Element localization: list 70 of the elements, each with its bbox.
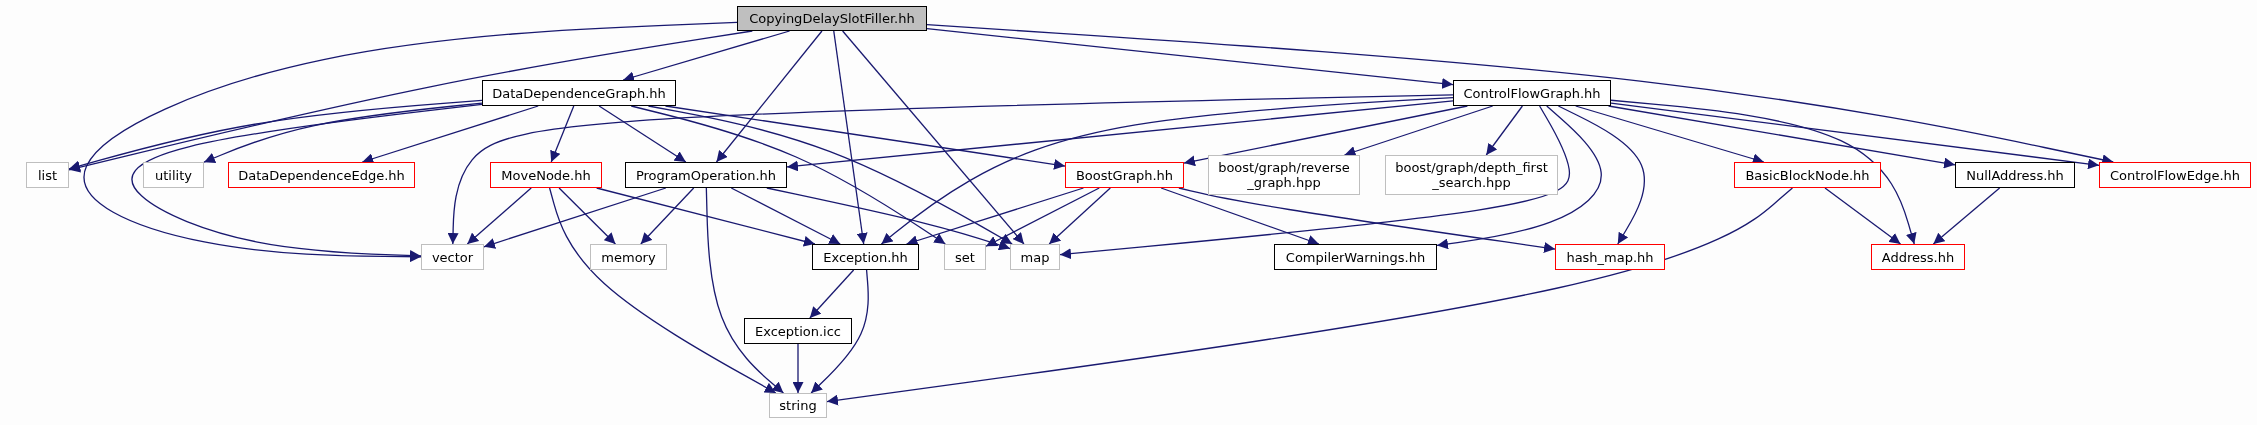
arrow [809,269,855,319]
file-box: Exception.hh [812,244,919,270]
file-box: boost/graph/depth_first _search.hpp [1385,155,1558,195]
arrow [1178,187,1556,253]
arrow [730,187,841,245]
file-box: map [1010,244,1060,270]
arrow [1485,105,1524,156]
arrow [68,30,753,173]
arrow [550,105,575,163]
arrow [1059,105,1571,260]
arrow [1183,105,1469,167]
arrow [447,94,1454,245]
arrow [833,30,868,245]
file-box: ProgramOperation.hh [625,162,787,188]
file-box: CompilerWarnings.hh [1274,244,1437,270]
file-box: MoveNode.hh [490,162,602,188]
arrow [792,343,804,394]
arrow [1932,187,2001,245]
arrow [664,105,1066,170]
arrow [985,187,1100,247]
arrow [705,187,785,394]
arrow [766,187,1011,251]
file-box: hash_map.hh [1555,244,1665,270]
arrow [558,187,617,245]
arrow [1824,187,1902,245]
file-box: CopyingDelaySlotFiller.hh [737,6,927,31]
file-box: memory [590,244,667,270]
arrow [483,187,667,249]
file-box: string [769,393,827,418]
arrow [83,21,738,263]
arrow [1607,105,1956,169]
arrow [466,187,532,245]
arrow [630,105,946,245]
arrow [1610,99,1917,245]
arrow [647,105,1013,245]
file-box: ControlFlowGraph.hh [1453,80,1611,106]
arrow [880,96,1454,245]
arrow [842,30,1025,245]
file-box: NullAddress.hh [1955,162,2075,188]
file-box: set [944,244,986,270]
arrow [203,102,483,164]
arrow [1557,105,1645,245]
arrow [905,187,1085,246]
arrow [640,187,695,245]
arrow [826,187,1794,406]
arrow [1343,105,1494,157]
file-box: Exception.icc [744,318,852,344]
arrow [1160,187,1320,246]
arrow [68,99,483,172]
arrow [786,100,1454,172]
file-box: vector [421,244,484,270]
arrow [548,187,777,394]
arrow [715,30,823,163]
file-box: ControlFlowEdge.hh [2099,162,2251,188]
arrow [926,27,1454,89]
arrow [1048,187,1111,245]
arrow [1436,105,1602,250]
file-box: utility [143,162,204,188]
file-box: list [26,162,69,188]
arrow [598,105,687,163]
file-box: DataDependenceEdge.hh [228,162,415,188]
arrow [810,269,869,394]
arrow [361,105,539,164]
arrow [596,187,816,247]
file-box: Address.hh [1871,244,1965,270]
arrow [1610,102,2100,170]
file-box: BasicBlockNode.hh [1734,162,1881,188]
file-box: boost/graph/reverse _graph.hpp [1208,155,1360,195]
file-box: BoostGraph.hh [1065,162,1184,188]
file-box: DataDependenceGraph.hh [482,80,676,106]
